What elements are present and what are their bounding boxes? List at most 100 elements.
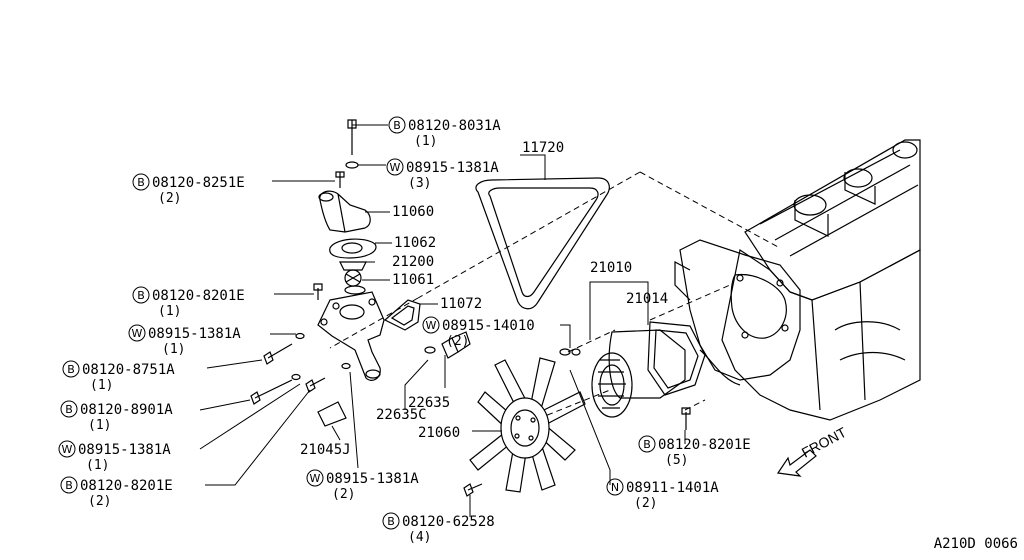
callout-part-number: 11061 [392, 272, 434, 288]
callout-part-number: 08120-8251E [152, 175, 245, 191]
callout-part-number: 08915-14010 [442, 318, 535, 334]
callout-part-number: 08120-8201E [80, 478, 173, 494]
callout-w-08915-1381a-top: W 08915-1381A(3) [386, 158, 499, 191]
callout-w-08915-14010: W 08915-14010(2) [422, 316, 535, 349]
front-arrow: FRONT [776, 424, 849, 477]
callout-prefix: W [426, 319, 437, 332]
callout-prefix: B [65, 479, 73, 492]
callout-prefix: N [611, 481, 619, 494]
callout-part-number: 11720 [522, 140, 564, 156]
callout-w-08915-1381a-low: W 08915-1381A(1) [58, 440, 171, 473]
callout-part-number: 08915-1381A [148, 326, 241, 342]
callout-prefix: W [390, 161, 401, 174]
callout-quantity: (2) [158, 191, 181, 206]
callout-quantity: (2) [88, 494, 111, 509]
callout-part-number: 08120-8901A [80, 402, 173, 418]
callout-prefix-circle [60, 476, 78, 494]
callout-prefix: B [65, 403, 73, 416]
callout-part-number: 08911-1401A [626, 480, 719, 496]
callout-quantity: (3) [408, 176, 431, 191]
callout-quantity: (1) [90, 378, 113, 393]
water-outlet-assembly [313, 119, 421, 381]
callout-11072: 11072 [440, 296, 482, 312]
callout-part-number: 21200 [392, 254, 434, 270]
callout-part-number: 08120-8751A [82, 362, 175, 378]
callout-part-number: 11060 [392, 204, 434, 220]
callout-prefix: W [310, 472, 321, 485]
callout-part-number: 21045J [300, 442, 351, 458]
callout-21045j: 21045J [300, 442, 351, 458]
callout-prefix: B [643, 438, 651, 451]
callout-prefix: W [132, 327, 143, 340]
callout-quantity: (2) [332, 487, 355, 502]
callout-part-number: 08120-8031A [408, 118, 501, 134]
callout-part-number: 08120-62528 [402, 514, 495, 530]
callout-part-number: 08120-8201E [658, 437, 751, 453]
temperature-sensor [424, 331, 471, 359]
callout-w-08915-1381a-bottom: W 08915-1381A(2) [306, 469, 419, 502]
callout-prefix: B [387, 515, 395, 528]
callout-11061: 11061 [392, 272, 434, 288]
callout-quantity: (5) [665, 453, 688, 468]
callout-part-number: 11072 [440, 296, 482, 312]
callout-prefix-circle [388, 116, 406, 134]
callout-b-08120-8201e-right: B 08120-8201E(5) [638, 435, 751, 468]
callout-b-08120-8251e: B 08120-8251E(2) [132, 173, 245, 206]
callout-21060: 21060 [418, 425, 460, 441]
housing-bolts [250, 332, 351, 427]
callout-21010: 21010 [590, 260, 632, 276]
callout-part-number: 08915-1381A [78, 442, 171, 458]
callout-quantity: (2) [446, 334, 469, 349]
callout-b-08120-8751a: B 08120-8751A(1) [62, 360, 175, 393]
callout-part-number: 08120-8201E [152, 288, 245, 304]
callout-prefix-circle [382, 512, 400, 530]
callout-b-08120-8201e-top: B 08120-8201E(1) [132, 286, 245, 319]
callout-22635c: 22635C [376, 407, 427, 423]
callout-part-number: 08915-1381A [326, 471, 419, 487]
callout-part-number: 22635 [408, 395, 450, 411]
callout-prefix-circle [638, 435, 656, 453]
callout-prefix: W [62, 443, 73, 456]
callout-21200: 21200 [392, 254, 434, 270]
callout-prefix-circle [132, 173, 150, 191]
callout-part-number: 08915-1381A [406, 160, 499, 176]
callout-quantity: (1) [158, 304, 181, 319]
callout-n-08911-1401a: N 08911-1401A(2) [606, 478, 719, 511]
callout-prefix-circle [386, 158, 404, 176]
callout-prefix-circle [62, 360, 80, 378]
leader-lines [199, 124, 686, 517]
callout-prefix: B [137, 289, 145, 302]
front-label: FRONT [799, 424, 849, 461]
callout-prefix-circle [422, 316, 440, 334]
callout-quantity: (1) [162, 342, 185, 357]
cooling-fan [463, 357, 586, 497]
callout-quantity: (2) [634, 496, 657, 511]
callout-b-08120-8201e-low: B 08120-8201E(2) [60, 476, 173, 509]
callout-w-08915-1381a-mid: W 08915-1381A(1) [128, 324, 241, 357]
callout-quantity: (1) [86, 458, 109, 473]
diagram-code: A210D 0066 [934, 536, 1018, 552]
callout-part-number: 22635C [376, 407, 427, 423]
callout-prefix-circle [306, 469, 324, 487]
callout-part-number: 11062 [394, 235, 436, 251]
engine-block-illustration [674, 139, 921, 421]
callout-prefix-circle [128, 324, 146, 342]
callout-quantity: (4) [408, 530, 431, 545]
callout-prefix-circle [606, 478, 624, 496]
alignment-lines [329, 171, 781, 431]
callout-prefix: B [67, 363, 75, 376]
callout-part-number: 21060 [418, 425, 460, 441]
callout-prefix-circle [60, 400, 78, 418]
callout-prefix: B [137, 176, 145, 189]
callout-prefix: B [393, 119, 401, 132]
callout-11062: 11062 [394, 235, 436, 251]
callout-part-number: 21010 [590, 260, 632, 276]
callout-prefix-circle [58, 440, 76, 458]
callout-22635: 22635 [408, 395, 450, 411]
callout-11720: 11720 [522, 140, 564, 156]
water-pump [559, 321, 706, 430]
drive-belt [475, 177, 610, 310]
callout-quantity: (1) [414, 134, 437, 149]
callout-prefix-circle [132, 286, 150, 304]
